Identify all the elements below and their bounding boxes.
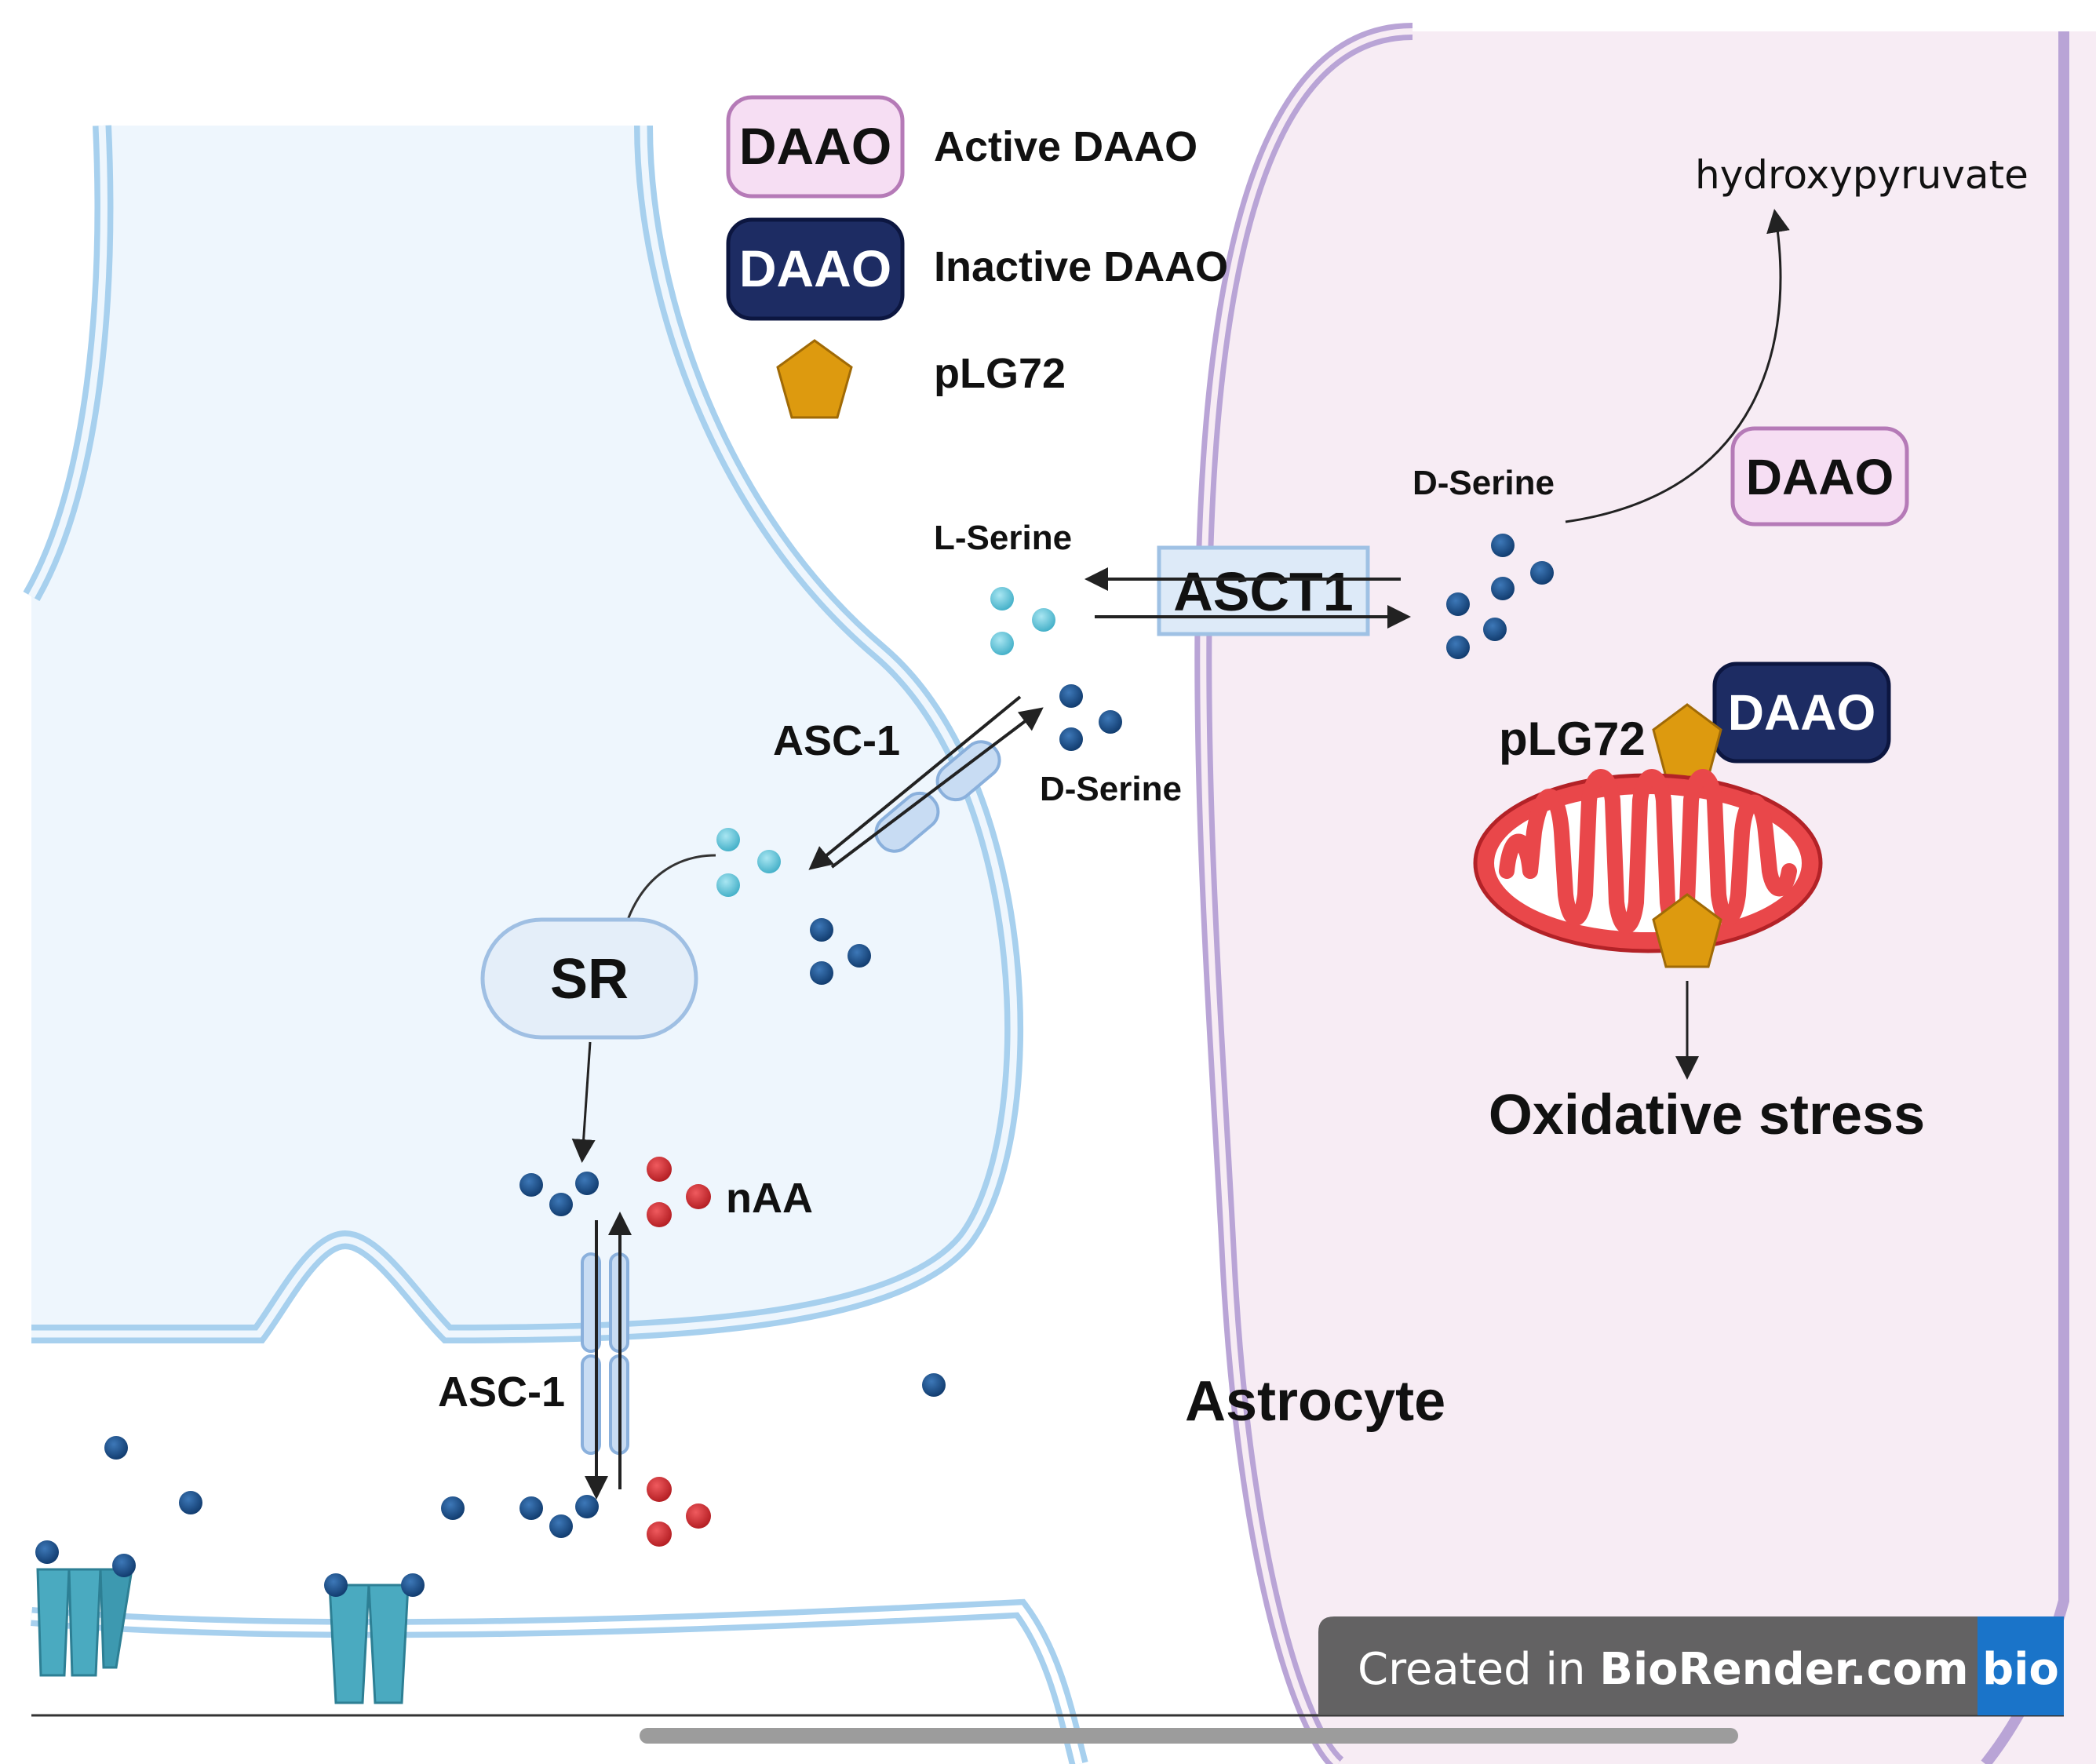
l-serine-molecule bbox=[990, 587, 1014, 610]
d-serine-molecule bbox=[104, 1436, 128, 1460]
legend-active-box-text: DAAO bbox=[739, 117, 891, 175]
daao-reaction-arrow bbox=[1565, 209, 1790, 523]
naa-molecule bbox=[647, 1522, 672, 1547]
d-serine-molecule bbox=[549, 1193, 573, 1216]
naa-molecules-cleft bbox=[647, 1477, 711, 1547]
legend: DAAO Active DAAO DAAO Inactive DAAO pLG7… bbox=[726, 95, 1228, 419]
d-serine-molecule bbox=[1491, 577, 1515, 600]
d-serine-molecule bbox=[810, 918, 833, 942]
biorender-logo-icon: bio bbox=[1982, 1644, 2059, 1695]
d-serine-molecule bbox=[1059, 684, 1083, 708]
pentagon-icon bbox=[776, 339, 853, 419]
l-serine-molecules-intracellular bbox=[716, 828, 781, 897]
d-serine-molecule bbox=[401, 1573, 425, 1597]
l-serine-molecules-extracellular bbox=[990, 587, 1055, 655]
watermark-prefix: Created in bbox=[1358, 1644, 1599, 1695]
svg-text:ASCT1: ASCT1 bbox=[1173, 561, 1353, 622]
d-serine-molecules-lower-inside bbox=[519, 1172, 599, 1216]
d-serine-molecules-astrocyte bbox=[1446, 534, 1554, 659]
d-serine-molecule bbox=[549, 1514, 573, 1538]
d-serine-molecule bbox=[519, 1496, 543, 1520]
d-serine-molecule bbox=[112, 1554, 136, 1577]
legend-plg72: pLG72 bbox=[776, 339, 1066, 419]
asc1-upper-outward-arrow bbox=[830, 707, 1044, 869]
d-serine-molecule bbox=[519, 1173, 543, 1197]
inactive-daao: DAAO bbox=[1712, 662, 1891, 764]
d-serine-molecules-cleft bbox=[104, 1373, 946, 1538]
naa-molecule bbox=[686, 1503, 711, 1529]
l-serine-label: L-Serine bbox=[934, 519, 1072, 557]
d-serine-molecule bbox=[810, 961, 833, 985]
d-serine-molecule bbox=[1491, 534, 1515, 557]
d-serine-molecules-gap bbox=[1059, 684, 1122, 751]
scrollbar[interactable] bbox=[640, 1728, 1738, 1744]
serine-racemase: SR bbox=[480, 917, 698, 1040]
d-serine-molecule bbox=[575, 1172, 599, 1195]
legend-active-label: Active DAAO bbox=[934, 123, 1197, 170]
d-serine-molecule bbox=[575, 1495, 599, 1518]
presynaptic-neuron bbox=[23, 125, 1024, 1344]
d-serine-molecule bbox=[1446, 636, 1470, 659]
d-serine-molecule bbox=[1483, 618, 1507, 641]
active-daao: DAAO bbox=[1730, 426, 1909, 527]
asc1-upper-transporter bbox=[874, 740, 1001, 853]
receptor-left-icon bbox=[35, 1540, 136, 1677]
biorender-watermark: Created in BioRender.com bio bbox=[1318, 1616, 2064, 1715]
d-serine-molecule bbox=[1530, 561, 1554, 585]
legend-inactive-label: Inactive DAAO bbox=[934, 243, 1228, 290]
d-serine-molecule bbox=[1059, 727, 1083, 751]
sr-to-d-serine-arrow bbox=[571, 1041, 596, 1163]
asc1-upper-label: ASC-1 bbox=[773, 717, 900, 764]
legend-active-daao: DAAO Active DAAO bbox=[726, 95, 1197, 199]
asc1-upper-inward-arrow bbox=[808, 695, 1022, 870]
legend-plg72-label: pLG72 bbox=[934, 350, 1066, 397]
legend-inactive-daao: DAAO Inactive DAAO bbox=[726, 217, 1228, 321]
d-serine-molecule bbox=[848, 944, 871, 968]
d-serine-astrocyte-label: D-Serine bbox=[1413, 464, 1555, 502]
svg-text:DAAO: DAAO bbox=[1746, 449, 1894, 505]
asc1-lower-label: ASC-1 bbox=[438, 1369, 565, 1416]
legend-inactive-box-text: DAAO bbox=[739, 239, 891, 297]
naa-molecule bbox=[686, 1184, 711, 1209]
asct1-transporter: ASCT1 bbox=[1157, 545, 1370, 636]
l-serine-to-sr-curve bbox=[626, 854, 716, 920]
oxidative-stress-label: Oxidative stress bbox=[1489, 1084, 1925, 1146]
d-serine-molecules-intracellular bbox=[810, 918, 871, 985]
naa-molecule bbox=[647, 1157, 672, 1182]
d-serine-molecule bbox=[35, 1540, 59, 1564]
d-serine-molecule bbox=[1099, 710, 1122, 734]
l-serine-molecule bbox=[1032, 608, 1055, 632]
hydroxypyruvate-label: hydroxypyruvate bbox=[1695, 152, 2029, 198]
d-serine-gap-label: D-Serine bbox=[1040, 770, 1182, 808]
l-serine-molecule bbox=[716, 873, 740, 897]
d-serine-molecule bbox=[441, 1496, 465, 1520]
d-serine-molecule bbox=[179, 1491, 202, 1514]
d-serine-molecule bbox=[324, 1573, 348, 1597]
l-serine-molecule bbox=[716, 828, 740, 851]
receptor-right-icon bbox=[324, 1573, 425, 1704]
postsynaptic-membrane bbox=[31, 1598, 1088, 1764]
svg-text:SR: SR bbox=[550, 948, 629, 1011]
naa-molecule bbox=[647, 1202, 672, 1227]
l-serine-molecule bbox=[990, 632, 1014, 655]
mitochondrion-icon bbox=[1473, 769, 1823, 953]
watermark-text: Created in BioRender.com bbox=[1358, 1644, 1969, 1695]
naa-molecules-inside bbox=[647, 1157, 711, 1227]
svg-text:DAAO: DAAO bbox=[1728, 684, 1875, 741]
plg72-lower-pentagon-icon bbox=[1652, 893, 1722, 968]
naa-molecule bbox=[647, 1477, 672, 1502]
watermark-brand: BioRender.com bbox=[1599, 1644, 1968, 1695]
l-serine-molecule bbox=[757, 850, 781, 873]
naa-label: nAA bbox=[726, 1175, 813, 1222]
plg72-label: pLG72 bbox=[1499, 713, 1646, 765]
d-serine-molecule bbox=[1446, 592, 1470, 616]
astrocyte-label: Astrocyte bbox=[1185, 1370, 1445, 1433]
d-serine-molecule bbox=[922, 1373, 946, 1397]
